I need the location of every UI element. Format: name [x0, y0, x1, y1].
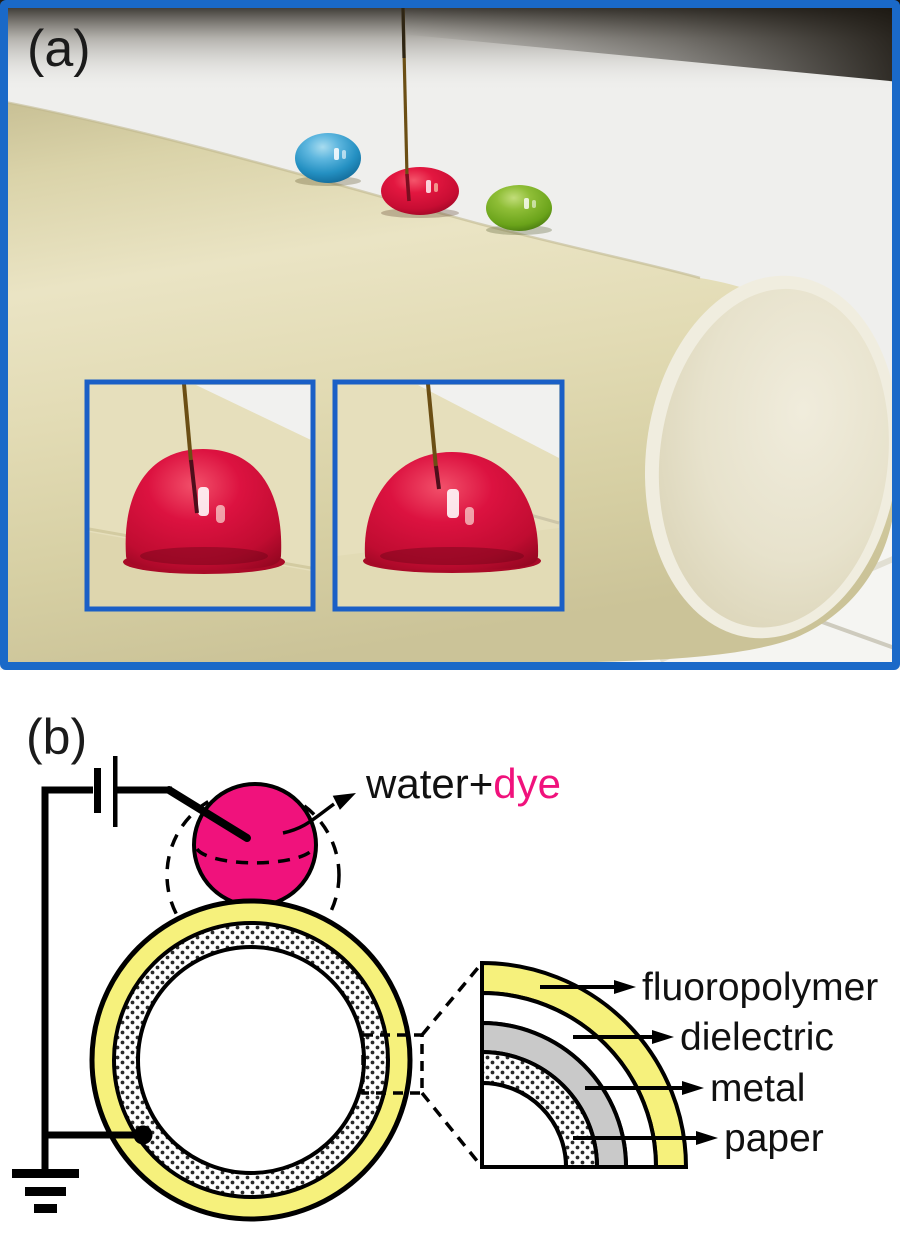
droplet-spread-dashed-circle: [165, 787, 341, 963]
inset-left-needle: [182, 383, 193, 463]
green-droplet-highlight-2: [532, 200, 536, 208]
inset-left-wall-corner: [196, 385, 311, 440]
panel-a-photo: (a): [0, 0, 900, 670]
metal-label: metal: [710, 1067, 805, 1110]
panel-a-frame: [0, 0, 900, 670]
green-droplet-highlight: [524, 198, 529, 209]
droplet-electrode-wire: [165, 786, 251, 842]
green-droplet: [486, 185, 552, 231]
water-droplet: [192, 782, 318, 908]
inset-right-highlight-2: [465, 507, 474, 525]
water-dye-arrowhead: [332, 793, 356, 810]
inset-right-needle: [426, 383, 438, 469]
dye-label-part: dye: [493, 760, 561, 807]
layer-inner-core: [480, 1080, 569, 1169]
inset-left-highlight: [198, 487, 209, 516]
zoom-connector-top: [420, 961, 484, 1037]
inset-right: [332, 379, 565, 612]
metal-arrowhead: [682, 1081, 704, 1095]
inset-left-needle-tip: [189, 459, 199, 514]
inset-left-droplet-base-shade: [140, 547, 268, 565]
inset-right-droplet-base-shade: [380, 547, 524, 565]
inset-left: [84, 379, 316, 612]
inset-right-needle-tip: [434, 465, 441, 490]
inset-right-wall-corner: [418, 385, 559, 458]
photo-top-right-shadow: [400, 0, 900, 82]
fluoropolymer-arrowhead: [614, 980, 636, 994]
needle-wire-dark-top: [401, 7, 406, 59]
paper-arrowhead: [696, 1131, 718, 1145]
inset-right-highlight: [447, 489, 459, 518]
water-label-part: water+: [365, 760, 493, 807]
zoom-connector-bottom: [420, 1091, 484, 1169]
dielectric-label: dielectric: [680, 1016, 834, 1059]
water-dye-arrow-curve: [282, 802, 336, 835]
ground-bar-2: [25, 1187, 66, 1196]
inset-right-border: [332, 379, 565, 612]
red-droplet-highlight-2: [434, 183, 438, 192]
panel-a-canvas: (a): [0, 0, 900, 670]
fluoropolymer-label: fluoropolymer: [642, 966, 878, 1009]
panel-b-label: (b): [26, 709, 87, 765]
red-droplet: [381, 167, 459, 215]
blue-droplet: [295, 133, 361, 183]
needle-tip-in-droplet: [405, 173, 411, 202]
tube-inner-bore: [136, 945, 366, 1175]
blue-droplet-highlight-2: [342, 150, 346, 159]
layer-stack-magnified: [480, 960, 689, 1169]
battery-short-plate: [94, 768, 101, 813]
blue-droplet-highlight: [334, 148, 339, 160]
electrode-contact-dot: [133, 1125, 153, 1145]
paper-label: paper: [724, 1117, 824, 1160]
red-droplet-highlight: [426, 180, 431, 193]
battery-long-plate: [113, 756, 118, 827]
dielectric-arrowhead: [652, 1030, 674, 1044]
panel-b-schematic: water+dye fluoropolymer dielectric: [0, 670, 900, 1239]
inset-left-highlight-2: [216, 505, 225, 523]
panel-b-canvas: water+dye fluoropolymer dielectric: [12, 709, 878, 1222]
ground-bar-3: [34, 1204, 57, 1213]
inset-left-border: [84, 379, 316, 612]
ground-bar-1: [12, 1169, 79, 1178]
droplet-equator-dashed-arc: [195, 847, 315, 865]
water-dye-label: water+dye: [365, 760, 561, 807]
panel-a-label: (a): [27, 20, 91, 78]
tube-end-cap-face: [658, 288, 889, 628]
tube-end-cap: [644, 275, 900, 639]
zoom-region-dashed-box: [361, 1033, 424, 1095]
circuit-left-wire: [41, 786, 93, 1173]
